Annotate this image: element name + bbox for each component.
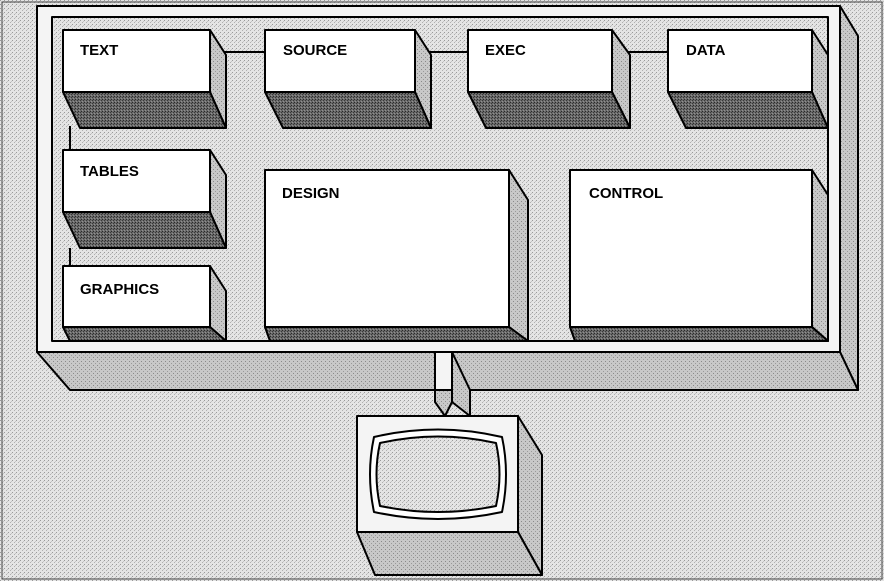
module-tables: TABLES — [63, 150, 226, 248]
module-exec: EXEC — [468, 30, 630, 128]
module-source: SOURCE — [265, 30, 431, 128]
module-graphics: GRAPHICS — [63, 266, 226, 341]
module-data: DATA — [668, 30, 828, 128]
module-text: TEXT — [63, 30, 226, 128]
module-control: CONTROL — [570, 170, 828, 341]
monitor-screen — [377, 437, 500, 513]
module-text-label: TEXT — [80, 42, 118, 59]
module-design: DESIGN — [265, 170, 528, 341]
module-data-label: DATA — [686, 42, 726, 59]
module-design-label: DESIGN — [282, 185, 340, 202]
module-control-label: CONTROL — [589, 185, 663, 202]
module-source-label: SOURCE — [283, 42, 347, 59]
module-graphics-label: GRAPHICS — [80, 281, 159, 298]
module-tables-label: TABLES — [80, 163, 139, 180]
module-exec-label: EXEC — [485, 42, 526, 59]
terminal-monitor — [357, 416, 542, 575]
